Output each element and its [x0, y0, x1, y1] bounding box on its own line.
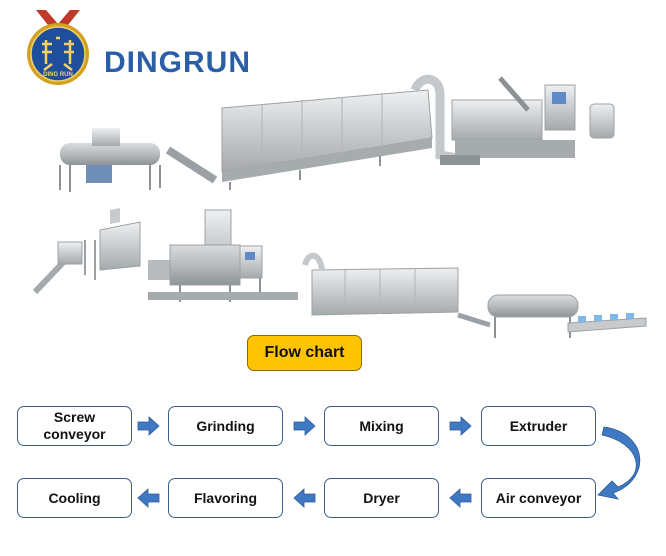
step-flavoring: Flavoring: [168, 478, 283, 518]
step-extruder: Extruder: [481, 406, 596, 446]
lower-production-line: [32, 208, 647, 338]
step-mixing: Mixing: [324, 406, 439, 446]
flow-arrows: [137, 416, 641, 508]
arrow-left-1: [449, 488, 472, 508]
arrow-left-3: [137, 488, 160, 508]
arrow-left-2: [293, 488, 316, 508]
step-dryer: Dryer: [324, 478, 439, 518]
step-air-conveyor: Air conveyor: [481, 478, 596, 518]
arrow-curve-down: [597, 426, 641, 500]
arrow-right-2: [293, 416, 316, 436]
production-line-illustration: [32, 74, 647, 338]
logo-text: DING RUN: [43, 72, 73, 78]
brand-name: DINGRUN: [104, 46, 251, 79]
step-cooling: Cooling: [17, 478, 132, 518]
step-grinding: Grinding: [168, 406, 283, 446]
flow-chart-badge: Flow chart: [247, 335, 362, 371]
step-screw-conveyor: Screw conveyor: [17, 406, 132, 446]
arrow-right-3: [449, 416, 472, 436]
arrow-right-1: [137, 416, 160, 436]
brand-logo: DING RUN: [27, 10, 89, 85]
upper-production-line: [59, 74, 615, 192]
